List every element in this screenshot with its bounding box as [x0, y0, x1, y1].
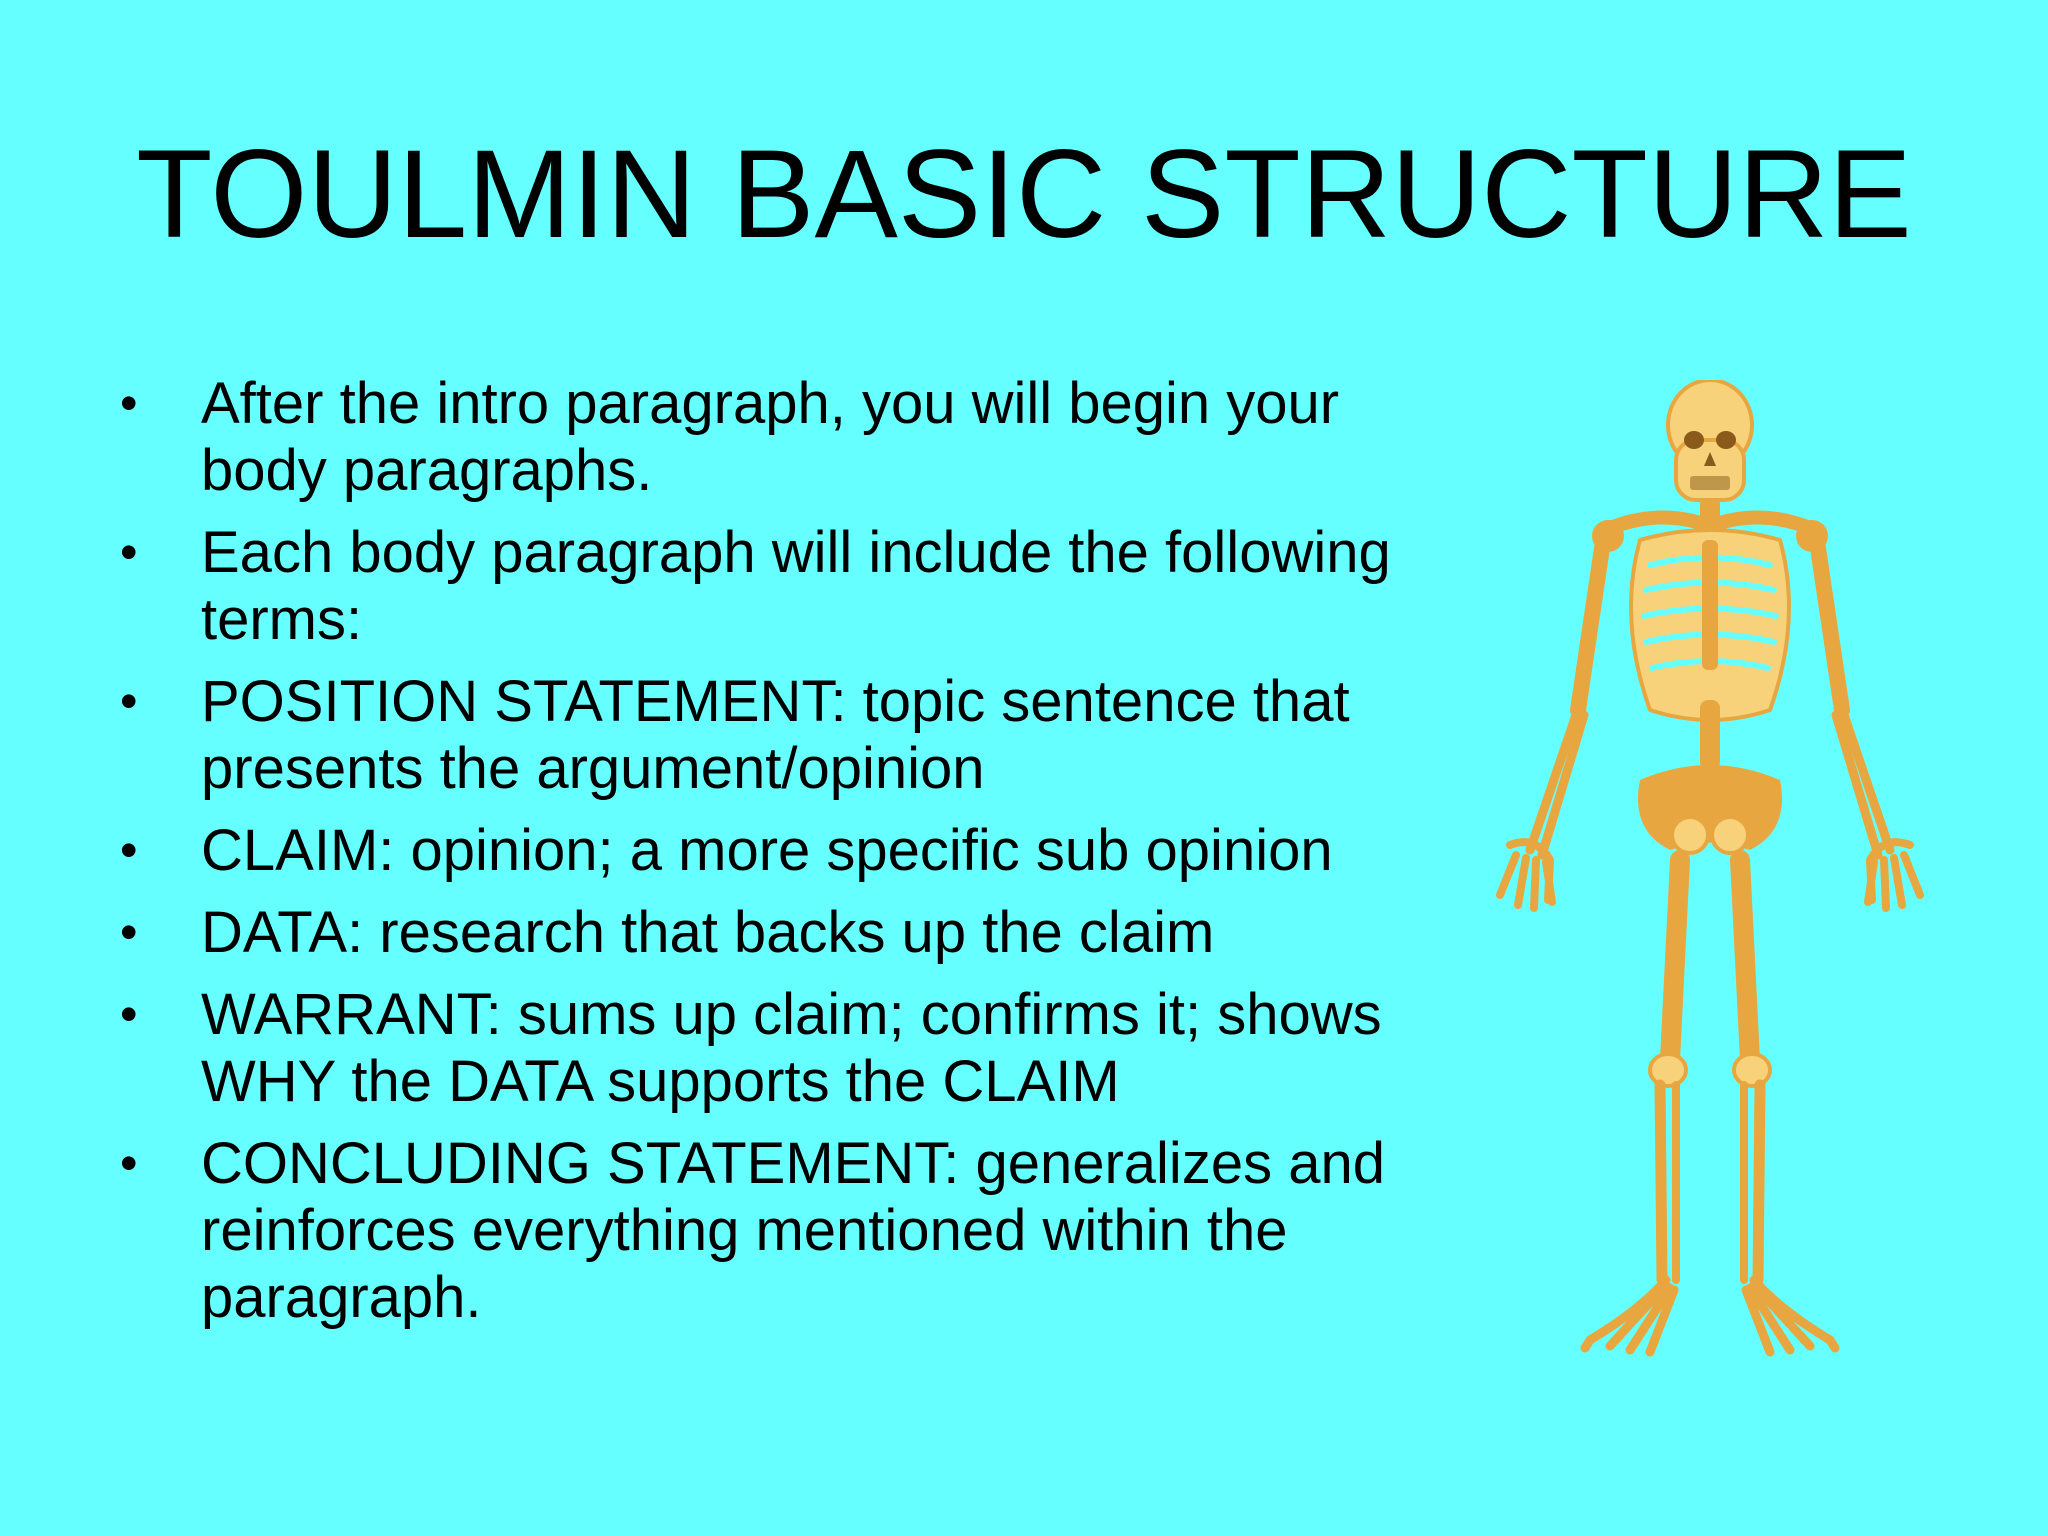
bullet-text: After the intro paragraph, you will begi… — [201, 371, 1340, 503]
bullet-text: CONCLUDING STATEMENT: generalizes and re… — [201, 1131, 1385, 1330]
bullet-text: CLAIM: opinion; a more specific sub opin… — [201, 818, 1333, 883]
bullet-list: • After the intro paragraph, you will be… — [120, 370, 1450, 1346]
bullet-dot-icon: • — [120, 986, 138, 1042]
slide-title: TOULMIN BASIC STRUCTURE — [136, 125, 1912, 264]
bullet-text: Each body paragraph will include the fol… — [201, 520, 1391, 652]
bullet-item: • After the intro paragraph, you will be… — [120, 370, 1450, 504]
bullet-item: • CLAIM: opinion; a more specific sub op… — [120, 817, 1450, 884]
bullet-text: DATA: research that backs up the claim — [201, 900, 1215, 965]
bullet-dot-icon: • — [120, 1135, 138, 1191]
bullet-dot-icon: • — [120, 822, 138, 878]
bullet-dot-icon: • — [120, 524, 138, 580]
bullet-item: • Each body paragraph will include the f… — [120, 519, 1450, 653]
bullet-item: • CONCLUDING STATEMENT: generalizes and … — [120, 1130, 1450, 1331]
bullet-text: WARRANT: sums up claim; confirms it; sho… — [201, 982, 1382, 1114]
bullet-text: POSITION STATEMENT: topic sentence that … — [201, 669, 1350, 801]
skeleton-icon — [1496, 380, 1924, 1357]
bullet-dot-icon: • — [120, 375, 138, 431]
bullet-dot-icon: • — [120, 904, 138, 960]
bullet-dot-icon: • — [120, 673, 138, 729]
bullet-item: • WARRANT: sums up claim; confirms it; s… — [120, 981, 1450, 1115]
bullet-item: • POSITION STATEMENT: topic sentence tha… — [120, 668, 1450, 802]
bullet-item: • DATA: research that backs up the claim — [120, 899, 1450, 966]
